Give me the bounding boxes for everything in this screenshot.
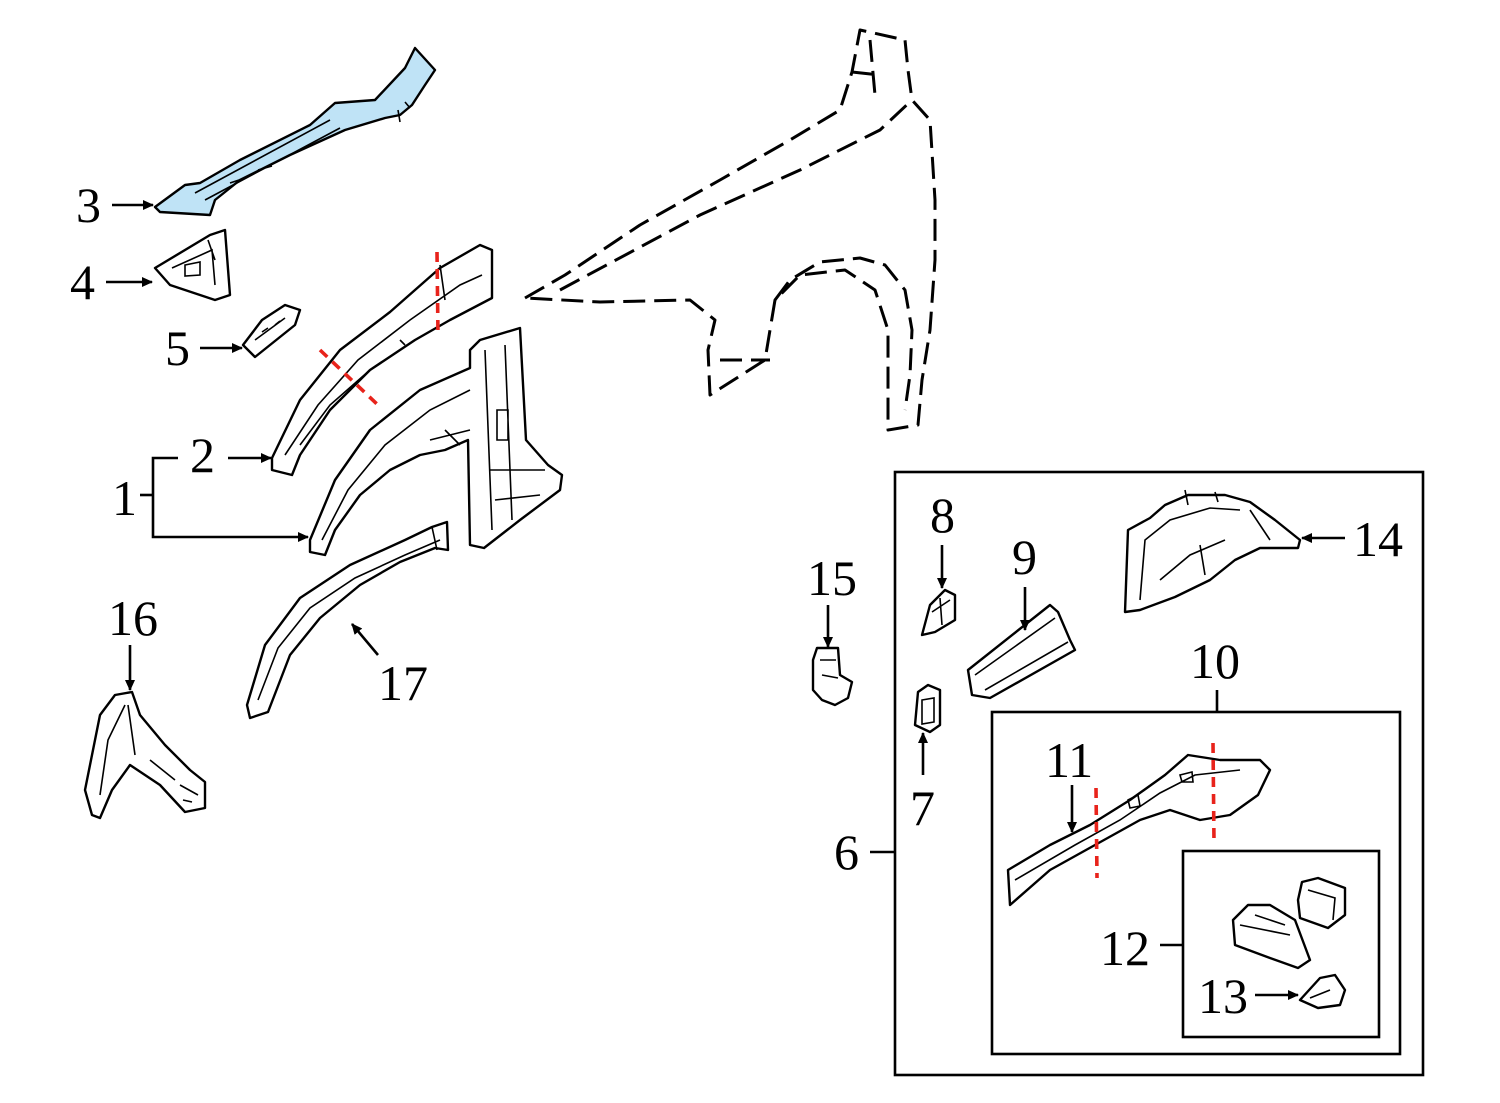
part-11-cut-line-1 bbox=[1094, 787, 1099, 879]
callout-labels: 1 2 3 4 5 6 7 8 9 10 11 12 13 14 15 16 1… bbox=[70, 177, 1403, 1024]
callout-10[interactable]: 10 bbox=[1190, 633, 1240, 689]
group-box-10-frame bbox=[990, 710, 1402, 1056]
part-5-shape bbox=[241, 303, 302, 359]
callout-5[interactable]: 5 bbox=[165, 320, 190, 376]
part-7-shape bbox=[913, 683, 942, 734]
callout-11[interactable]: 11 bbox=[1045, 732, 1093, 788]
part-12[interactable] bbox=[1231, 876, 1347, 970]
callout-6[interactable]: 6 bbox=[834, 824, 859, 880]
part-5[interactable] bbox=[241, 303, 302, 359]
callout-4[interactable]: 4 bbox=[70, 254, 95, 310]
part-16[interactable] bbox=[83, 690, 207, 820]
part-11-shape bbox=[1006, 753, 1272, 907]
group-box-6 bbox=[893, 470, 1425, 1077]
callout-15[interactable]: 15 bbox=[807, 550, 857, 606]
callout-9[interactable]: 9 bbox=[1012, 529, 1037, 585]
fender-outline bbox=[523, 28, 937, 432]
part-9-shape bbox=[966, 603, 1077, 700]
part-9[interactable] bbox=[966, 603, 1077, 700]
part-14[interactable] bbox=[1123, 489, 1302, 614]
part-7[interactable] bbox=[913, 683, 942, 734]
part-4-shape bbox=[153, 228, 232, 302]
part-14-shape bbox=[1123, 493, 1302, 614]
part-3-details bbox=[194, 101, 411, 201]
part-1-shape bbox=[308, 326, 564, 557]
part-8[interactable] bbox=[920, 588, 957, 637]
part-12-shape bbox=[1231, 903, 1312, 970]
callout-1[interactable]: 1 bbox=[112, 470, 137, 526]
group-box-6-frame bbox=[893, 470, 1425, 1077]
part-16-shape bbox=[83, 690, 207, 820]
part-4[interactable] bbox=[153, 228, 232, 302]
part-2-shape bbox=[270, 243, 494, 477]
callout-17[interactable]: 17 bbox=[378, 655, 428, 711]
part-13[interactable] bbox=[1298, 973, 1347, 1010]
callout-14[interactable]: 14 bbox=[1353, 511, 1403, 567]
part-2-cut-line-2 bbox=[435, 251, 440, 336]
callout-2[interactable]: 2 bbox=[190, 427, 215, 483]
part-3-shape bbox=[153, 46, 437, 217]
part-8-shape bbox=[920, 588, 957, 637]
part-2-cut-line-1 bbox=[318, 348, 380, 407]
part-2[interactable] bbox=[270, 243, 494, 477]
part-3-highlighted[interactable] bbox=[153, 46, 437, 217]
part-17[interactable] bbox=[245, 520, 450, 720]
callout-16[interactable]: 16 bbox=[108, 590, 158, 646]
part-13-shape bbox=[1298, 973, 1347, 1010]
callout-7[interactable]: 7 bbox=[910, 780, 935, 836]
callout-13[interactable]: 13 bbox=[1198, 968, 1248, 1024]
callout-8[interactable]: 8 bbox=[930, 487, 955, 543]
part-11[interactable] bbox=[1006, 742, 1272, 907]
callout-12[interactable]: 12 bbox=[1100, 920, 1150, 976]
callout-3[interactable]: 3 bbox=[76, 177, 101, 233]
part-17-shape bbox=[245, 520, 450, 720]
part-15[interactable] bbox=[811, 646, 854, 707]
part-1[interactable] bbox=[308, 326, 564, 557]
leader-lines bbox=[106, 200, 1345, 1000]
